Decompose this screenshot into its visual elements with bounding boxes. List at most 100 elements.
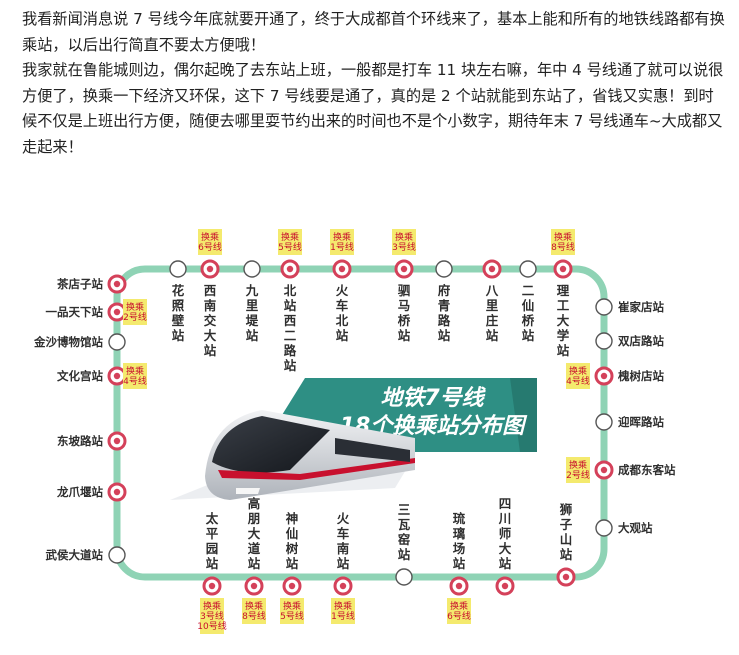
station-name-char: 站 bbox=[337, 556, 350, 571]
station-name-char: 站 bbox=[248, 556, 261, 571]
station-name-char: 大 bbox=[499, 541, 512, 556]
transfer-line-label: 换乘 bbox=[395, 231, 413, 243]
station-name-char: 壁 bbox=[172, 313, 185, 328]
transfer-line-label: 换乘 bbox=[569, 459, 587, 471]
station-marker bbox=[243, 260, 261, 278]
transfer-station-core bbox=[338, 265, 346, 273]
station-name-char: 朋 bbox=[247, 511, 261, 526]
transfer-line-label: 8号线 bbox=[551, 241, 575, 253]
station-marker bbox=[108, 333, 126, 351]
station-name-char: 里 bbox=[246, 298, 259, 313]
train-illustration bbox=[170, 410, 415, 500]
station-name-char: 车 bbox=[336, 298, 349, 313]
station-name-char: 北 bbox=[336, 313, 349, 328]
transfer-station-core bbox=[113, 488, 121, 496]
station-name-char: 站 bbox=[206, 556, 219, 571]
station-name-char: 站 bbox=[284, 298, 297, 313]
station-name-char: 瓦 bbox=[398, 517, 411, 532]
station-name-char: 交 bbox=[204, 313, 217, 328]
station-name-char: 三 bbox=[398, 502, 411, 517]
station-name: 崔家店站 bbox=[618, 300, 664, 314]
station-name-char: 狮 bbox=[559, 502, 573, 517]
station-name-char: 南 bbox=[204, 298, 217, 313]
station-11: 双店路站 bbox=[595, 332, 664, 350]
station-name-char: 花 bbox=[172, 283, 185, 298]
station-name-char: 站 bbox=[336, 328, 349, 343]
station-name-char: 站 bbox=[499, 556, 512, 571]
station-name-char: 桥 bbox=[398, 313, 411, 328]
station-name-char: 二 bbox=[522, 283, 535, 298]
transfer-tag-bg bbox=[280, 598, 304, 624]
transfer-line-label: 5号线 bbox=[280, 610, 304, 622]
transfer-tag-bg bbox=[566, 457, 590, 483]
station-name-char: 站 bbox=[438, 328, 451, 343]
station-name-char: 园 bbox=[206, 541, 219, 556]
station-name-char: 西 bbox=[284, 313, 297, 328]
station-name-char: 工 bbox=[557, 298, 570, 313]
station-name-char: 子 bbox=[560, 517, 573, 532]
station-name: 茶店子站 bbox=[56, 277, 103, 291]
transfer-tag-bg bbox=[392, 229, 416, 255]
transfer-tag-bg bbox=[330, 229, 354, 255]
article-paragraph-1: 我看新闻消息说 7 号线今年底就要开通了，终于大成都首个环线来了，基本上能和所有… bbox=[22, 10, 725, 54]
station-name: 文化宫站 bbox=[57, 369, 103, 383]
station-name-char: 桥 bbox=[522, 313, 535, 328]
station-name-char: 九 bbox=[245, 283, 259, 298]
transfer-line-label: 3号线 bbox=[392, 241, 416, 253]
station-name-char: 照 bbox=[172, 298, 185, 313]
station-name: 槐树店站 bbox=[617, 369, 664, 383]
transfer-line-label: 1号线 bbox=[331, 610, 355, 622]
transfer-station-core bbox=[488, 265, 496, 273]
station-name-char: 四 bbox=[499, 496, 512, 511]
transfer-line-label: 换乘 bbox=[203, 600, 221, 612]
map-title-line1: 地铁7号线 bbox=[380, 386, 486, 411]
transfer-line-label: 6号线 bbox=[198, 241, 222, 253]
station-name-char: 树 bbox=[286, 541, 299, 556]
station-25: 龙爪堰站 bbox=[56, 482, 127, 502]
transfer-line-label: 5号线 bbox=[278, 241, 302, 253]
article-paragraph-2: 我家就在鲁能城则边，偶尔起晚了去东站上班，一般都是打车 11 块左右嘛，年中 4… bbox=[22, 61, 724, 156]
transfer-line-label: 换乘 bbox=[334, 600, 352, 612]
transfer-line-label: 换乘 bbox=[281, 231, 299, 243]
station-name: 武侯大道站 bbox=[46, 548, 104, 562]
station-name-char: 站 bbox=[522, 328, 535, 343]
station-29: 一品天下站换乘2号线 bbox=[46, 299, 147, 325]
station-name-char: 山 bbox=[560, 532, 573, 547]
station-name-char: 站 bbox=[486, 328, 499, 343]
transfer-station-core bbox=[501, 582, 509, 590]
station-name-char: 高 bbox=[248, 496, 261, 511]
transfer-tag-bg bbox=[278, 229, 302, 255]
transfer-line-label: 10号线 bbox=[197, 620, 226, 632]
station-name-char: 窑 bbox=[398, 532, 411, 547]
transfer-station-core bbox=[286, 265, 294, 273]
station-name-char: 北 bbox=[284, 283, 297, 298]
station-name-char: 路 bbox=[284, 343, 297, 358]
transfer-line-label: 换乘 bbox=[126, 365, 144, 377]
station-marker bbox=[595, 519, 613, 537]
station-30: 茶店子站 bbox=[56, 274, 127, 294]
station-15: 大观站 bbox=[595, 519, 653, 537]
transfer-tag-bg bbox=[331, 598, 355, 624]
station-name-char: 里 bbox=[486, 298, 499, 313]
station-name-char: 站 bbox=[557, 343, 570, 358]
station-name-char: 西 bbox=[204, 283, 217, 298]
transfer-station-core bbox=[600, 466, 608, 474]
station-name-char: 青 bbox=[438, 298, 451, 313]
station-name-char: 师 bbox=[499, 526, 512, 541]
station-name: 东坡路站 bbox=[57, 434, 103, 448]
